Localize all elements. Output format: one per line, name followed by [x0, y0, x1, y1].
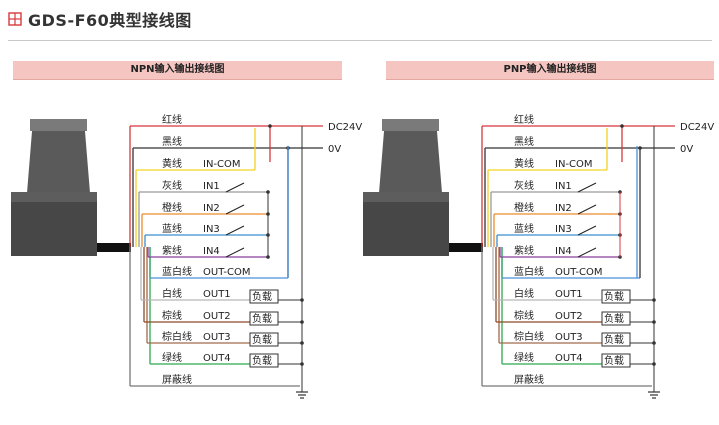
switch-blade [225, 182, 245, 193]
wire-label: 黄线 [162, 157, 182, 170]
title-row: GDS-F60典型接线图 [8, 7, 192, 31]
wire-label: 绿线 [514, 351, 534, 364]
junction-dot [638, 146, 642, 150]
load-label: 负载 [604, 333, 624, 346]
rail-label-24v: DC24V [680, 122, 714, 133]
switch-blade [225, 204, 245, 215]
sensor-head [379, 119, 442, 193]
rail-label-0v: 0V [680, 144, 693, 155]
wire-label: 白线 [162, 287, 182, 300]
load-label: 负载 [252, 354, 272, 367]
port-label: OUT1 [555, 289, 583, 300]
wire-label: 红线 [514, 113, 534, 126]
wire-label: 蓝白线 [162, 265, 192, 278]
load-label: 负载 [604, 354, 624, 367]
sensor-body-top [363, 192, 449, 202]
rail-label-24v: DC24V [328, 122, 362, 133]
page-title: GDS-F60典型接线图 [28, 11, 192, 30]
sensor-head [27, 119, 90, 193]
switch-blade [577, 225, 597, 236]
switch-blade [225, 247, 245, 258]
load-box [249, 289, 279, 304]
grid-icon [8, 12, 22, 26]
port-label: OUT-COM [555, 267, 602, 278]
wire-label: 棕白线 [514, 330, 544, 343]
port-label: OUT4 [203, 353, 231, 364]
switch-blade [577, 247, 597, 258]
wire-label: 灰线 [514, 179, 534, 192]
sensor-body [11, 192, 97, 256]
wire-label: 黑线 [162, 135, 182, 148]
wire-label: 绿线 [162, 351, 182, 364]
load-box [601, 332, 631, 347]
load-box [601, 289, 631, 304]
port-label: OUT2 [203, 311, 231, 322]
load-box [249, 353, 279, 368]
title-divider [8, 40, 712, 41]
wire-label: 橙线 [162, 201, 182, 214]
wire-label: 棕线 [514, 309, 534, 322]
port-label: IN3 [555, 224, 572, 235]
load-label: 负载 [604, 290, 624, 303]
port-label: IN-COM [555, 159, 593, 170]
load-box [249, 332, 279, 347]
port-label: OUT-COM [203, 267, 250, 278]
wire-label: 灰线 [162, 179, 182, 192]
npn-heading: NPN输入输出接线图 [13, 61, 342, 80]
sensor-cable [449, 243, 483, 252]
port-label: IN-COM [203, 159, 241, 170]
sensor-head-cap [382, 119, 439, 131]
junction-dot [268, 124, 272, 128]
port-label: OUT4 [555, 353, 583, 364]
port-label: IN4 [555, 246, 572, 257]
wire-label: 紫线 [514, 244, 534, 257]
sensor-body-top [11, 192, 97, 202]
wire-label: 黑线 [514, 135, 534, 148]
wire-label: 棕线 [162, 309, 182, 322]
port-label: IN2 [203, 203, 220, 214]
port-label: OUT3 [203, 332, 231, 343]
load-box [601, 311, 631, 326]
port-label: IN3 [203, 224, 220, 235]
sensor-cable [97, 243, 131, 252]
port-label: IN1 [555, 181, 572, 192]
wire-label: 蓝线 [162, 222, 182, 235]
port-label: OUT3 [555, 332, 583, 343]
switch-blade [577, 204, 597, 215]
junction-dot [620, 124, 624, 128]
sensor-head-cap [30, 119, 87, 131]
load-label: 负载 [604, 312, 624, 325]
port-label: IN4 [203, 246, 220, 257]
wire-label: 棕白线 [162, 330, 192, 343]
pnp-heading: PNP输入输出接线图 [386, 61, 714, 80]
sensor-body [363, 192, 449, 256]
port-label: IN2 [555, 203, 572, 214]
wire-label: 蓝线 [514, 222, 534, 235]
load-label: 负载 [252, 312, 272, 325]
wire-label: 白线 [514, 287, 534, 300]
rail-label-0v: 0V [328, 144, 341, 155]
port-label: IN1 [203, 181, 220, 192]
wire-label: 紫线 [162, 244, 182, 257]
wire-label: 橙线 [514, 201, 534, 214]
port-label: OUT1 [203, 289, 231, 300]
port-label: OUT2 [555, 311, 583, 322]
wire-label: 屏蔽线 [162, 373, 192, 386]
load-label: 负载 [252, 333, 272, 346]
load-box [249, 311, 279, 326]
load-label: 负载 [252, 290, 272, 303]
wire-label: 蓝白线 [514, 265, 544, 278]
wire-label: 黄线 [514, 157, 534, 170]
wire-label: 红线 [162, 113, 182, 126]
switch-blade [577, 182, 597, 193]
load-box [601, 353, 631, 368]
wire-label: 屏蔽线 [514, 373, 544, 386]
switch-blade [225, 225, 245, 236]
